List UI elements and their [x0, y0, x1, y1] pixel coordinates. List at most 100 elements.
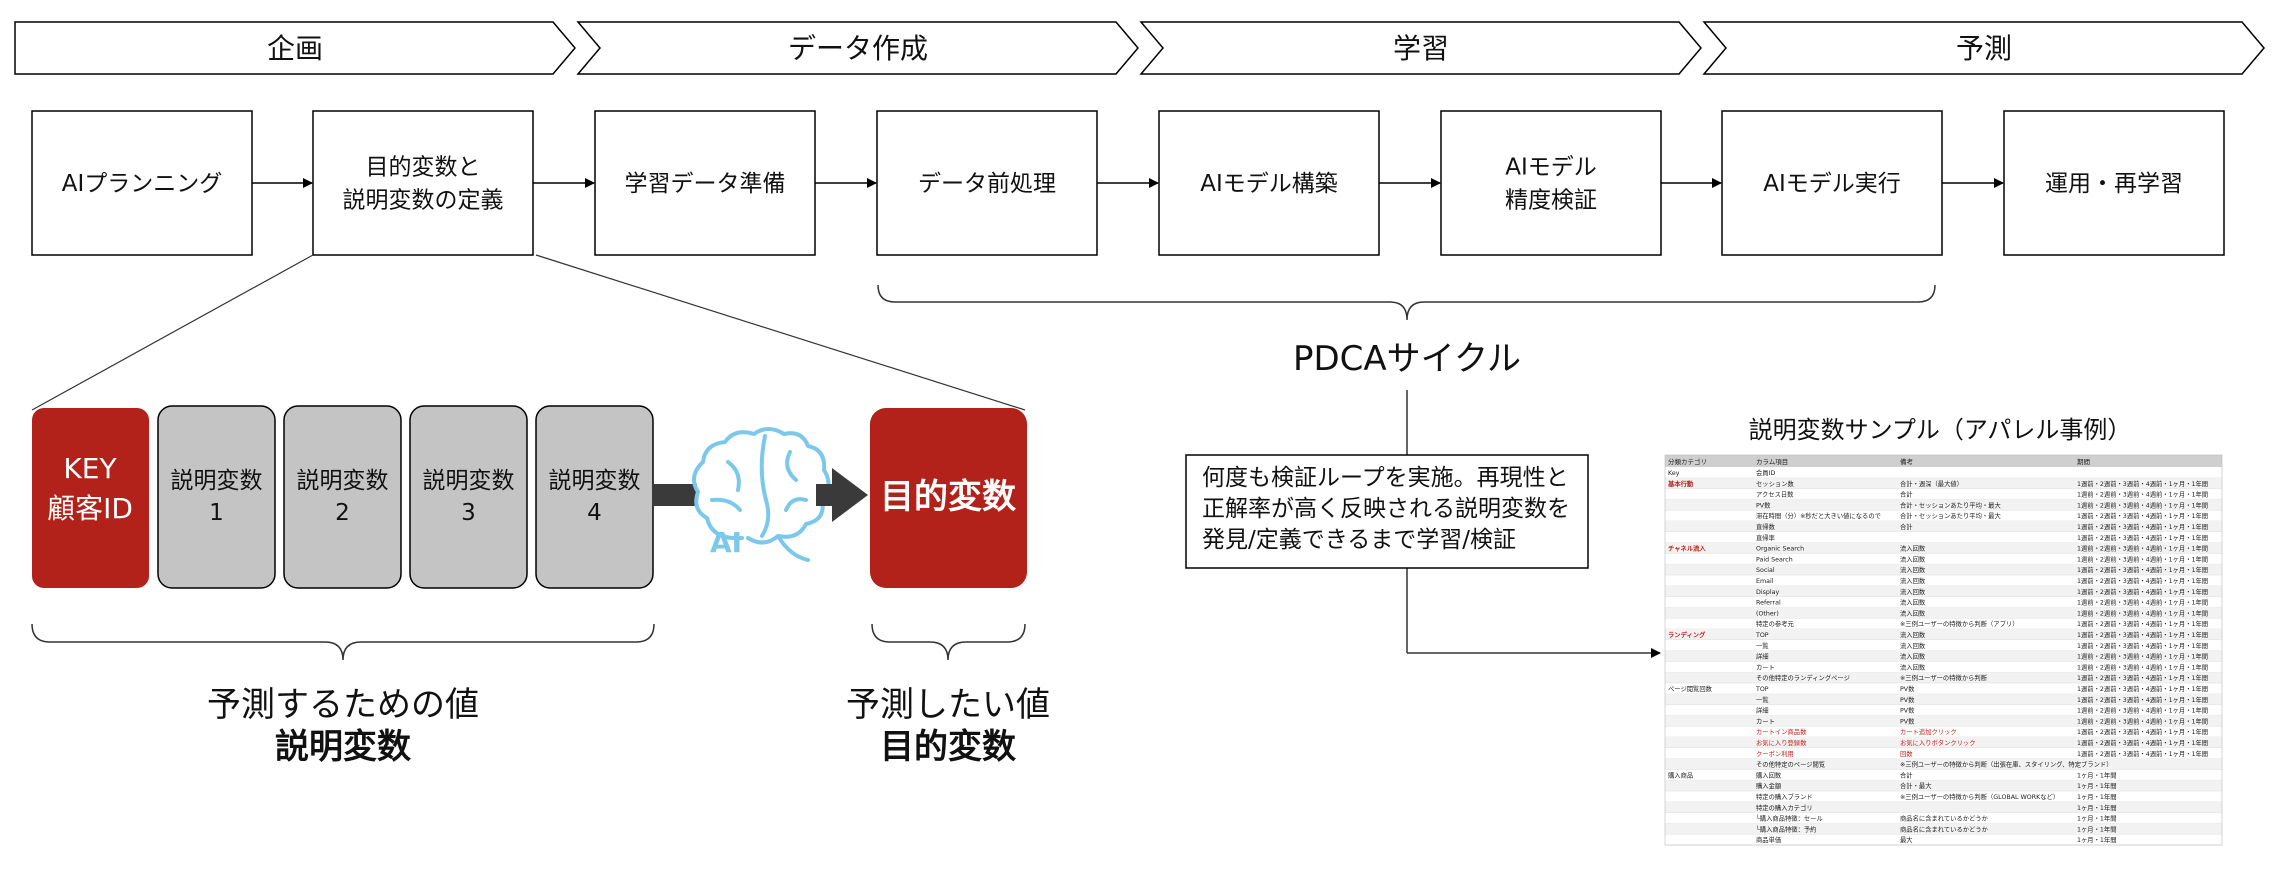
table-cell-period: 1週前・2週前・3週前・4週前・1ヶ月・1年間: [2077, 511, 2208, 520]
phase-chevron: [14, 21, 576, 75]
table-cell-period: 1ヶ月・1年間: [2077, 781, 2117, 790]
table-cell-period: 1週前・2週前・3週前・4週前・1ヶ月・1年間: [2077, 738, 2208, 747]
left-caption-line-2: 説明変数: [275, 727, 411, 767]
table-cell-item: その他特定のランディングページ: [1756, 673, 1850, 682]
table-row-bg: [1665, 737, 2222, 748]
table-cell-period: 1週前・2週前・3週前・4週前・1ヶ月・1年間: [2077, 684, 2208, 693]
table-cell-item: 一覧: [1756, 695, 1769, 704]
phase-label: 予測: [1956, 32, 2012, 65]
table-row-bg: [1665, 564, 2222, 575]
phase-label: 企画: [267, 32, 323, 65]
process-step: [1721, 110, 1943, 256]
process-step-label: 説明変数の定義: [343, 188, 504, 214]
table-cell-period: 1週前・2週前・3週前・4週前・1ヶ月・1年間: [2077, 479, 2208, 488]
table-cell-period: 1ヶ月・1年間: [2077, 770, 2117, 779]
table-border: [1664, 454, 2223, 846]
table-cell-item: Display: [1756, 589, 1779, 596]
table-cell-period: 1週前・2週前・3週前・4週前・1ヶ月・1年間: [2077, 544, 2208, 553]
table-cell-note: 合計・最大: [1900, 781, 1932, 790]
right-caption-line-1: 予測したい値: [846, 685, 1050, 725]
table-cell-period: 1週前・2週前・3週前・4週前・1ヶ月・1年間: [2077, 490, 2208, 499]
table-header-cell: 分類カテゴリ: [1668, 457, 1707, 466]
key-box: [32, 408, 149, 588]
table-row-bg: [1665, 693, 2222, 705]
table-cell-period: 1ヶ月・1年間: [2077, 792, 2117, 801]
right-brace: [871, 623, 1026, 661]
table-cell-item: 購入回数: [1756, 770, 1782, 779]
table-cell-item: TOP: [1755, 686, 1769, 693]
table-cell-note: 合計・セッションあたり平均・最大: [1900, 500, 2001, 509]
table-cell-note: 流入回数: [1900, 587, 1926, 596]
right-caption-line-2: 目的変数: [880, 727, 1016, 767]
table-cell-period: 1週前・2週前・3週前・4週前・1ヶ月・1年間: [2077, 695, 2208, 704]
table-cell-note: 商品名に含まれているかどうか: [1900, 824, 1989, 833]
table-cell-note: 流入回数: [1900, 662, 1926, 671]
explanatory-variable-number: 4: [587, 500, 602, 526]
table-cell-note: ※三例ユーザーの特徴から判断（出張在庫、スタイリング、特定ブランド）: [1900, 760, 2113, 769]
table-cell-period: 1週前・2週前・3週前・4週前・1ヶ月・1年間: [2077, 662, 2208, 671]
table-cell-category: 基本行動: [1667, 479, 1694, 488]
table-cell-item: カートイン商品数: [1756, 727, 1807, 736]
table-cell-note: 最大: [1900, 835, 1913, 844]
sample-title: 説明変数サンプル（アパレル事例）: [1749, 416, 2132, 444]
table-cell-note: 流入回数: [1900, 641, 1926, 650]
table-cell-item: 詳細: [1756, 652, 1769, 661]
table-cell-note: 流入回数: [1900, 608, 1926, 617]
table-cell-item: 購入金額: [1756, 781, 1782, 790]
table-cell-period: 1週前・2週前・3週前・4週前・1ヶ月・1年間: [2077, 500, 2208, 509]
table-cell-category: 購入商品: [1668, 770, 1693, 779]
table-cell-period: 1週前・2週前・3週前・4週前・1ヶ月・1年間: [2077, 641, 2208, 650]
table-cell-item: 商品単価: [1756, 835, 1781, 844]
table-cell-period: 1ヶ月・1年間: [2077, 824, 2117, 833]
captions: 予測するための値 説明変数 予測したい値 目的変数: [31, 623, 1050, 767]
table-cell-note: ※三例ユーザーの特徴から判断: [1900, 673, 1988, 682]
table-cell-period: 1週前・2週前・3週前・4週前・1ヶ月・1年間: [2077, 749, 2208, 758]
explanatory-variable-number: 2: [335, 500, 350, 526]
table-cell-period: 1週前・2週前・3週前・4週前・1ヶ月・1年間: [2077, 619, 2208, 628]
table-cell-period: 1ヶ月・1年間: [2077, 803, 2117, 812]
table-cell-note: 流入回数: [1900, 576, 1926, 585]
table-cell-note: カート追加クリック: [1900, 727, 1957, 736]
table-cell-period: 1週前・2週前・3週前・4週前・1ヶ月・1年間: [2077, 587, 2208, 596]
explanatory-variable-label: 説明変数: [423, 468, 515, 494]
table-row-bg: [1665, 715, 2222, 727]
table-row-bg: [1665, 758, 2222, 770]
pdca-label: PDCAサイクル: [1293, 339, 1521, 379]
table-cell-period: 1週前・2週前・3週前・4週前・1ヶ月・1年間: [2077, 598, 2208, 607]
table-cell-item: 特定の購入カテゴリ: [1756, 803, 1813, 812]
table-cell-note: 流入回数: [1900, 554, 1926, 563]
arrow-shaft-left: [652, 484, 697, 506]
table-cell-item: 一覧: [1756, 641, 1769, 650]
table-row-bg: [1665, 629, 2222, 640]
table-cell-category: チャネル流入: [1668, 544, 1706, 553]
pdca-note-line-1: 何度も検証ループを実施。再現性と: [1202, 465, 1569, 491]
table-cell-item: 特定の購入ブランド: [1756, 792, 1813, 801]
table-cell-note: PV数: [1900, 695, 1915, 704]
table-cell-note: 合計: [1900, 522, 1913, 531]
table-cell-period: 1ヶ月・1年間: [2077, 835, 2117, 844]
table-cell-item: └購入商品特徴：セール: [1756, 814, 1823, 823]
table-cell-period: 1週前・2週前・3週前・4週前・1ヶ月・1年間: [2077, 706, 2208, 715]
table-cell-item: Paid Search: [1756, 556, 1793, 563]
process-step-label: AIモデル: [1505, 155, 1597, 181]
table-cell-item: 直帰率: [1756, 533, 1775, 542]
table-cell-item: 特定の参考元: [1756, 619, 1794, 628]
table-cell-item: 滞在時間（分）※秒だと大きい値になるので: [1756, 511, 1881, 520]
table-row-bg: [1665, 650, 2222, 662]
table-cell-item: └購入商品特徴：予約: [1756, 824, 1816, 833]
table-cell-item: PV数: [1756, 500, 1771, 509]
explanatory-variable-box: [283, 405, 402, 589]
pdca-note-line-2: 正解率が高く反映される説明変数を: [1202, 496, 1570, 522]
process-step: [31, 110, 253, 256]
table-cell-note: 流入回数: [1900, 598, 1926, 607]
table-cell-note: 流入回数: [1900, 565, 1926, 574]
table-cell-note: PV数: [1900, 716, 1915, 725]
table-cell-period: 1週前・2週前・3週前・4週前・1ヶ月・1年間: [2077, 673, 2208, 682]
table-row-bg: [1665, 672, 2222, 683]
brain-icon: [692, 427, 831, 562]
key-sub-label: 顧客ID: [47, 492, 133, 525]
table-cell-period: 1週前・2週前・3週前・4週前・1ヶ月・1年間: [2077, 727, 2208, 736]
table-cell-item: Social: [1756, 567, 1775, 574]
phase-chevron: [1702, 21, 2265, 75]
table-row-bg: [1665, 801, 2222, 813]
